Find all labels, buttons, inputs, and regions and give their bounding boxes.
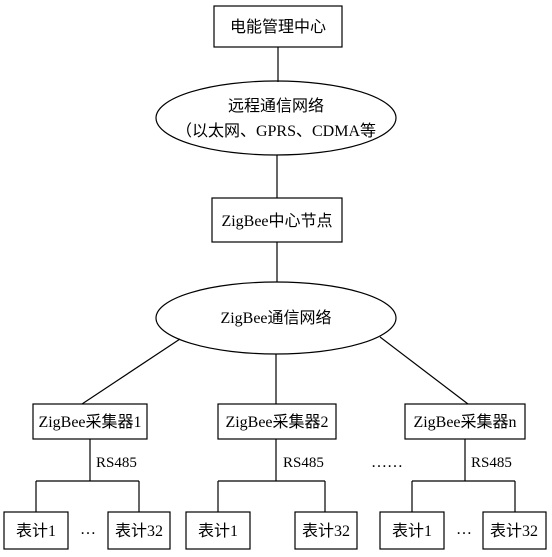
collector-1-meter-1-label: 表计1 — [16, 522, 56, 540]
collector-n-meter-32-label: 表计32 — [490, 522, 538, 540]
collector-n-meter-ellipsis: … — [456, 521, 472, 538]
collector-1-meter-ellipsis: … — [80, 521, 96, 538]
collector-1-meter-1-box — [3, 511, 69, 550]
zigbee-network-label: ZigBee通信网络 — [220, 308, 331, 327]
energy-management-center-label: 电能管理中心 — [230, 18, 326, 36]
remote-network-label-line1: 远程通信网络 — [228, 96, 324, 115]
collector-n-meter-1-box — [379, 511, 445, 550]
connector-network-to-collector-1 — [81, 338, 181, 405]
collector-2-rs485-label: RS485 — [283, 455, 324, 471]
between-collectors-ellipsis: …… — [371, 454, 403, 471]
connector-network-to-collector-n — [379, 336, 469, 405]
collector-1-meter-32-box — [107, 511, 171, 550]
zigbee-center-node-label: ZigBee中心节点 — [221, 212, 332, 230]
collector-2-meter-1-box — [185, 511, 251, 550]
collector-2-meter-32-label: 表计32 — [302, 522, 350, 540]
collector-1-rs485-label: RS485 — [96, 455, 137, 471]
remote-network-label-line2: （以太网、GPRS、CDMA等 — [176, 122, 376, 140]
collector-1-meter-32-label: 表计32 — [115, 522, 163, 540]
collector-2-label: ZigBee采集器2 — [225, 413, 328, 431]
collector-2-meter-32-box — [294, 511, 358, 550]
remote-network-ellipse — [155, 80, 397, 156]
collector-n-label: ZigBee采集器n — [413, 413, 516, 431]
collector-1-label: ZigBee采集器1 — [38, 413, 141, 431]
collector-2-meter-1-label: 表计1 — [198, 522, 238, 540]
collector-n-meter-32-box — [482, 511, 547, 550]
collector-n-rs485-label: RS485 — [471, 455, 512, 471]
collector-2-box — [217, 403, 337, 440]
collector-n-meter-1-label: 表计1 — [392, 522, 432, 540]
